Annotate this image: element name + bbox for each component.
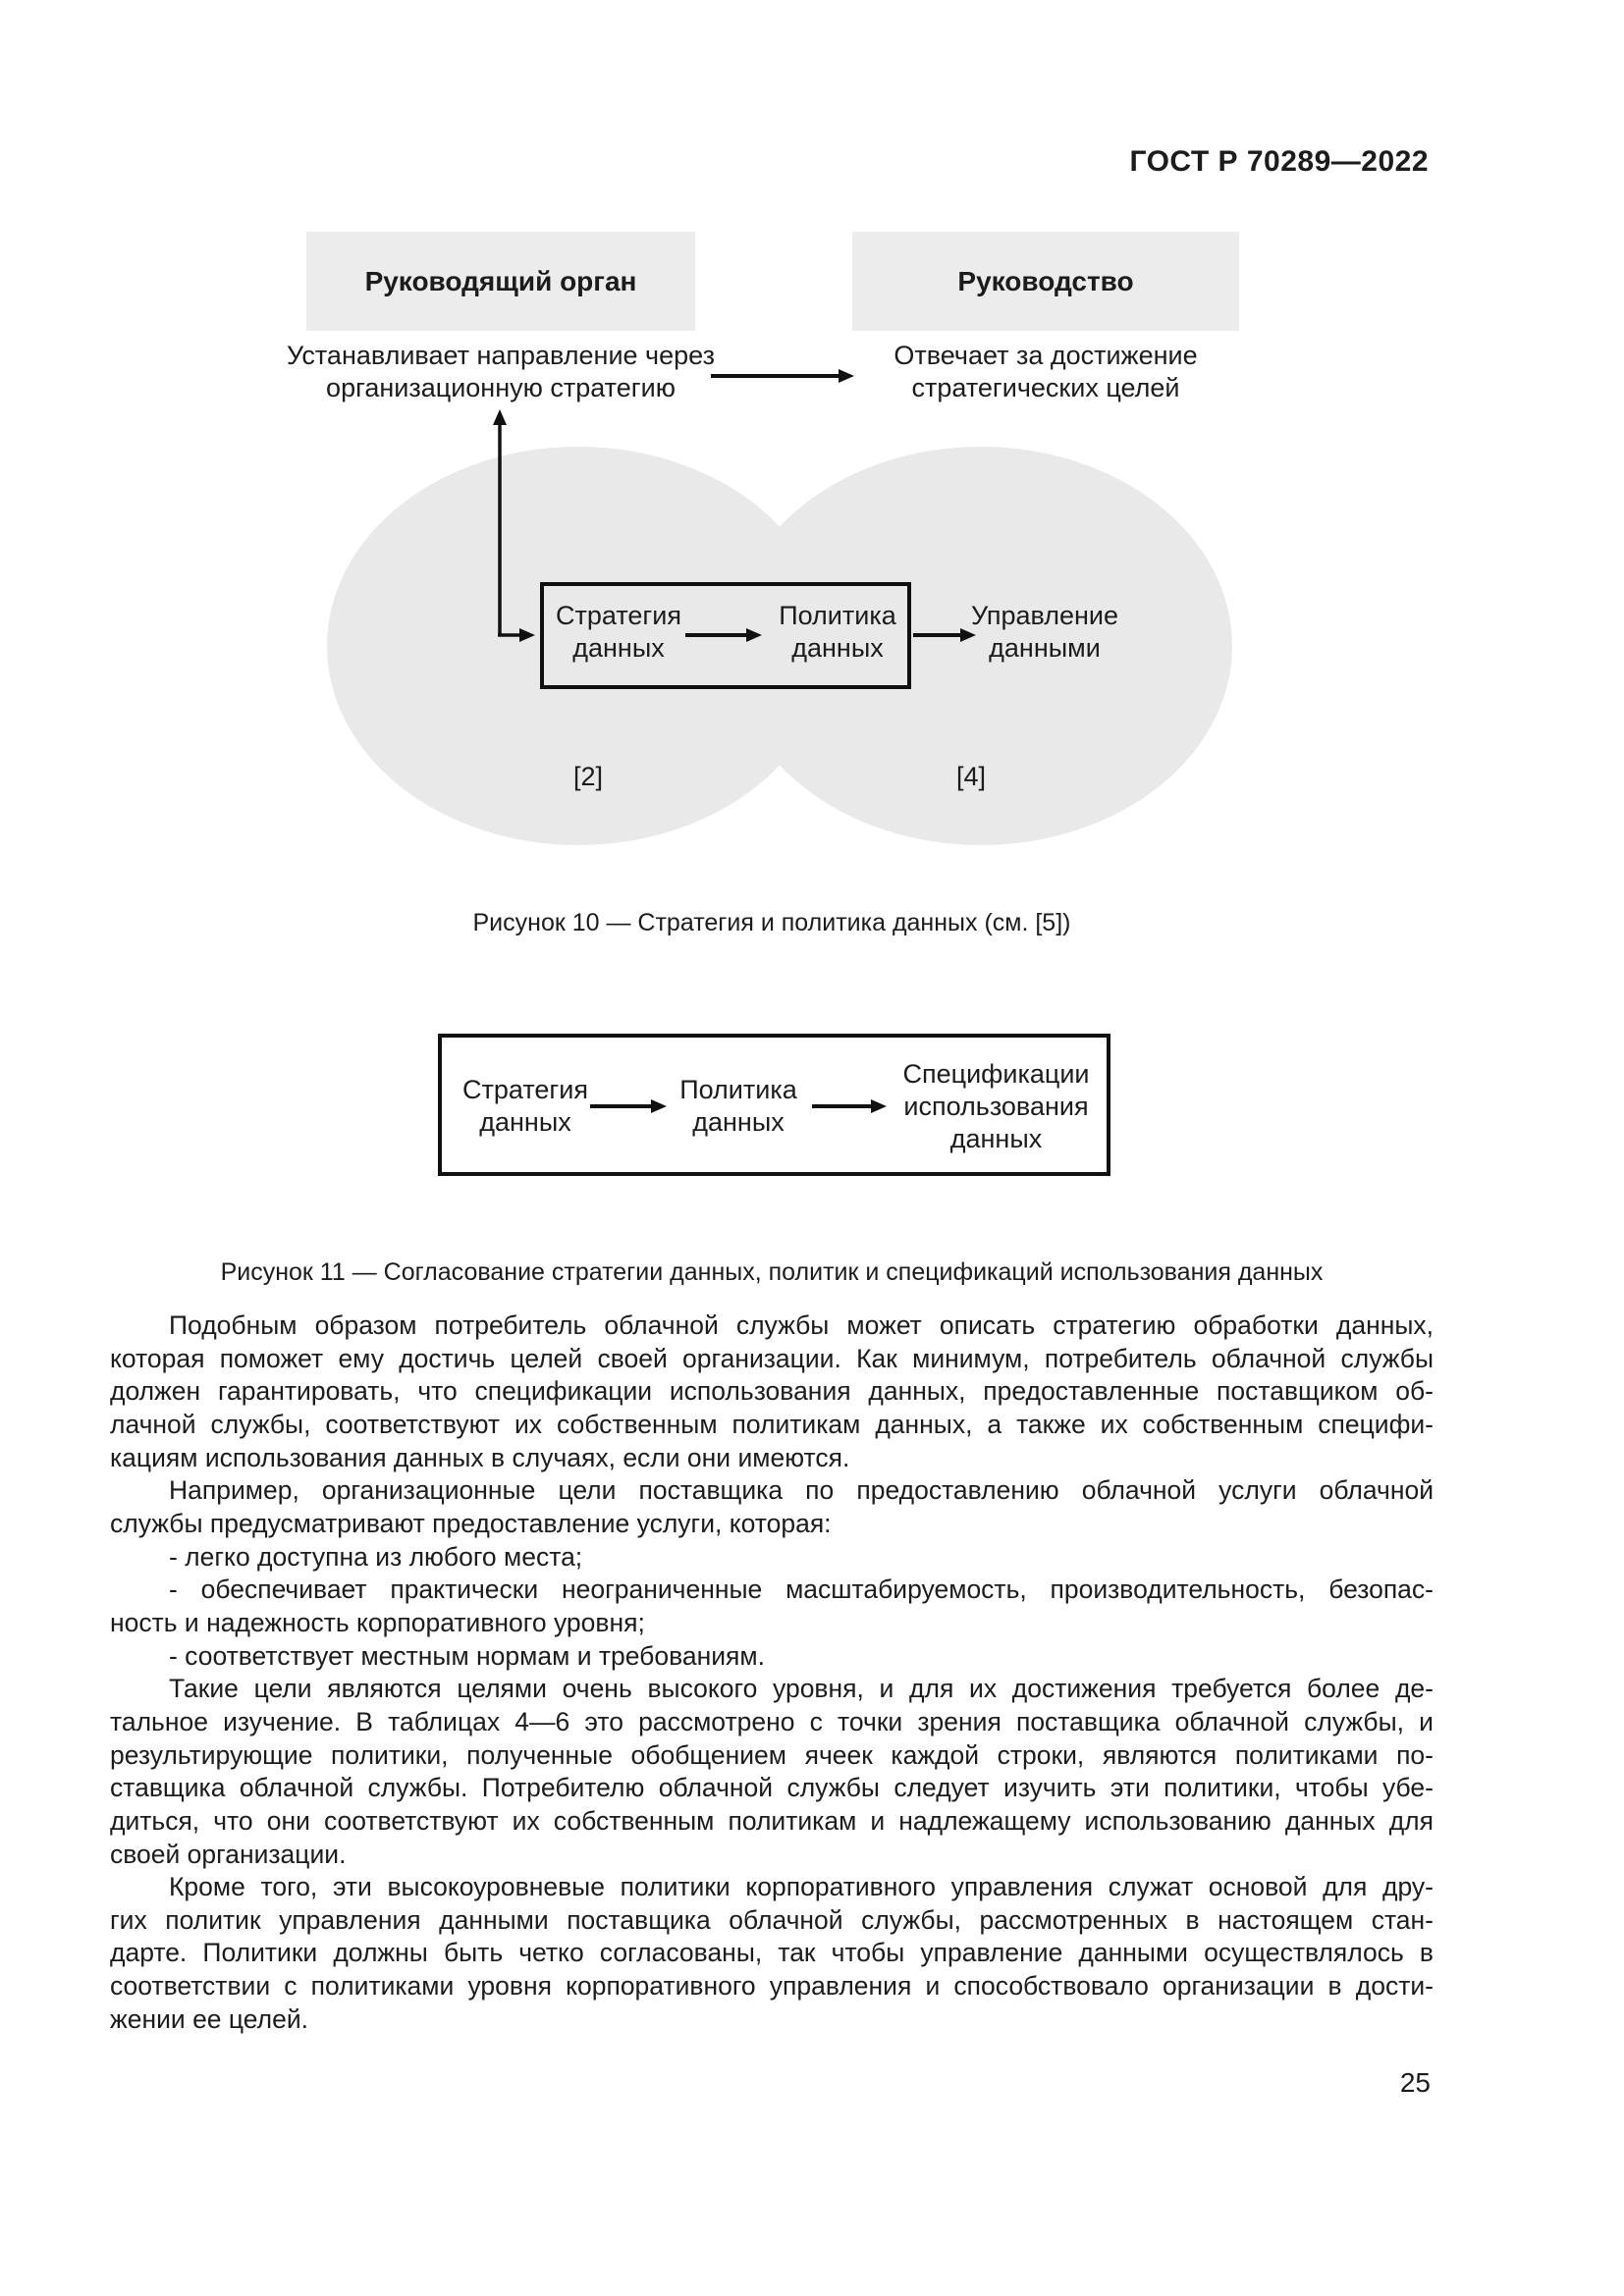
text-line: тальное изучение. В таблицах 4—6 это рас… [110, 1706, 1434, 1736]
governing-body-box: Руководящий орган [306, 232, 695, 331]
text-line: - легко доступна из любого места; [169, 1541, 583, 1572]
text-line: ность и надежность корпоративного уровня… [110, 1607, 645, 1637]
text-line: должен гарантировать, что спецификации и… [110, 1376, 1434, 1407]
text-line: кациям использования данных в случаях, е… [110, 1442, 850, 1472]
governing-body-label: Руководящий орган [364, 265, 637, 296]
figure10-right-ellipse [730, 447, 1232, 845]
management-label: Руководство [957, 265, 1134, 296]
text-line: Подобным образом потребитель облачной сл… [169, 1310, 1434, 1340]
reference-4-label: [4] [955, 762, 987, 791]
paragraph: Подобным образом потребитель облачной сл… [110, 1309, 1434, 1474]
text-line: Такие цели являются целями очень высоког… [169, 1674, 1434, 1704]
text-line: - обеспечивает практически неограниченны… [169, 1575, 1434, 1605]
paragraph: Кроме того, эти высокоуровневые политики… [110, 1871, 1434, 2036]
paragraph: - обеспечивает практически неограниченны… [110, 1574, 1434, 1639]
paragraph: Например, организационные цели поставщик… [110, 1474, 1434, 1540]
text-line: жении ее целей. [110, 2003, 309, 2034]
text-line: которая поможет ему достичь целей своей … [110, 1343, 1434, 1373]
body-text: Подобным образом потребитель облачной сл… [110, 1309, 1434, 2036]
governing-body-description: Устанавливает направление через организа… [287, 341, 715, 402]
text-line: Кроме того, эти высокоуровневые политики… [169, 1872, 1434, 1902]
figure-11: Стратегия данных Политика данных Специфи… [438, 1034, 1110, 1176]
management-box: Руководство [852, 232, 1239, 331]
strategy-policy-frame [540, 582, 911, 689]
data-strategy-node: Стратегия данных [462, 1075, 588, 1137]
text-line: своей организации. [110, 1839, 347, 1869]
data-management-node: Управление данными [970, 601, 1119, 663]
text-line: ставщика облачной службы. Потребителю об… [110, 1773, 1434, 1803]
figure-10: Руководящий орган Руководство Устанавлив… [0, 226, 1624, 859]
paragraph: - легко доступна из любого места; [110, 1541, 1434, 1575]
figure11-arrows [590, 1099, 887, 1113]
document-header: ГОСТ Р 70289—2022 [1129, 145, 1429, 178]
management-description: Отвечает за достижение стратегических це… [893, 341, 1198, 402]
text-line: службы предусматривают предоставление ус… [110, 1508, 832, 1538]
data-policy-node: Политика данных [779, 601, 896, 663]
text-line: - соответствует местным нормам и требова… [169, 1640, 765, 1671]
page-number: 25 [1399, 2067, 1431, 2098]
text-line: соответствии с политиками уровня корпора… [110, 1971, 1434, 2002]
paragraph: Такие цели являются целями очень высоког… [110, 1673, 1434, 1871]
text-line: результирующие политики, полученные обоб… [110, 1739, 1434, 1770]
figure10-arrows [493, 369, 976, 642]
text-line: Например, организационные цели поставщик… [169, 1475, 1434, 1506]
figure-10-caption: Рисунок 10 — Стратегия и политика данных… [472, 909, 1071, 936]
paragraph: - соответствует местным нормам и требова… [110, 1640, 1434, 1674]
data-use-specs-node: Спецификации использования данных [902, 1059, 1090, 1153]
reference-2-label: [2] [572, 762, 604, 791]
figure-11-caption: Рисунок 11 — Согласование стратегии данн… [220, 1258, 1324, 1286]
text-line: диться, что они соответствуют их собстве… [110, 1805, 1434, 1836]
text-line: лачной службы, соответствуют их собствен… [110, 1409, 1434, 1439]
data-policy-node: Политика данных [679, 1075, 797, 1137]
text-line: дарте. Политики должны быть четко соглас… [110, 1938, 1434, 1968]
text-line: гих политик управления данными поставщик… [110, 1904, 1434, 1935]
data-strategy-node: Стратегия данных [556, 601, 681, 663]
